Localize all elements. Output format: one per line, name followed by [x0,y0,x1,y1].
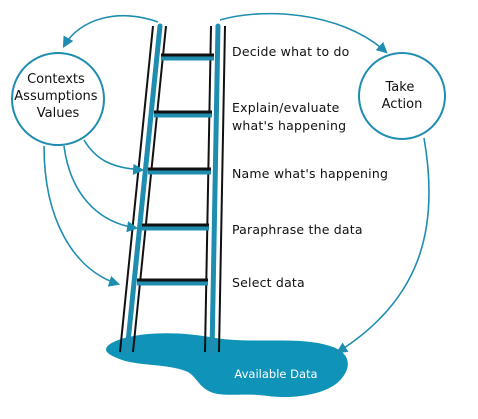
contexts-circle-label: Contexts Assumptions Values [14,72,101,121]
arrow-contexts-to-paraphrase [63,145,139,233]
rung-label-name: Name what's happening [232,166,388,181]
rung-label-paraphrase: Paraphrase the data [232,222,363,237]
available-data-pool [106,333,348,398]
contexts-circle [11,52,105,146]
rung-label-explain: Explain/evaluate what's happening [232,100,346,133]
rung-4 [142,223,209,231]
arrow-ladder-to-contexts [62,14,159,48]
arrow-ladder-to-action [219,12,388,54]
rung-1 [161,53,214,61]
arrow-action-to-pool [336,137,430,354]
rung-5 [137,278,208,286]
arrow-contexts-to-name [83,139,145,175]
arrow-contexts-to-select [43,145,121,287]
rung-label-select: Select data [232,275,305,290]
take-action-circle [358,52,446,140]
available-data-label: Available Data [234,367,317,381]
ladder [119,23,226,355]
rung-2 [154,110,212,118]
take-action-label: Take Action [382,80,423,112]
rung-label-decide: Decide what to do [232,44,349,59]
rung-3 [148,167,211,175]
